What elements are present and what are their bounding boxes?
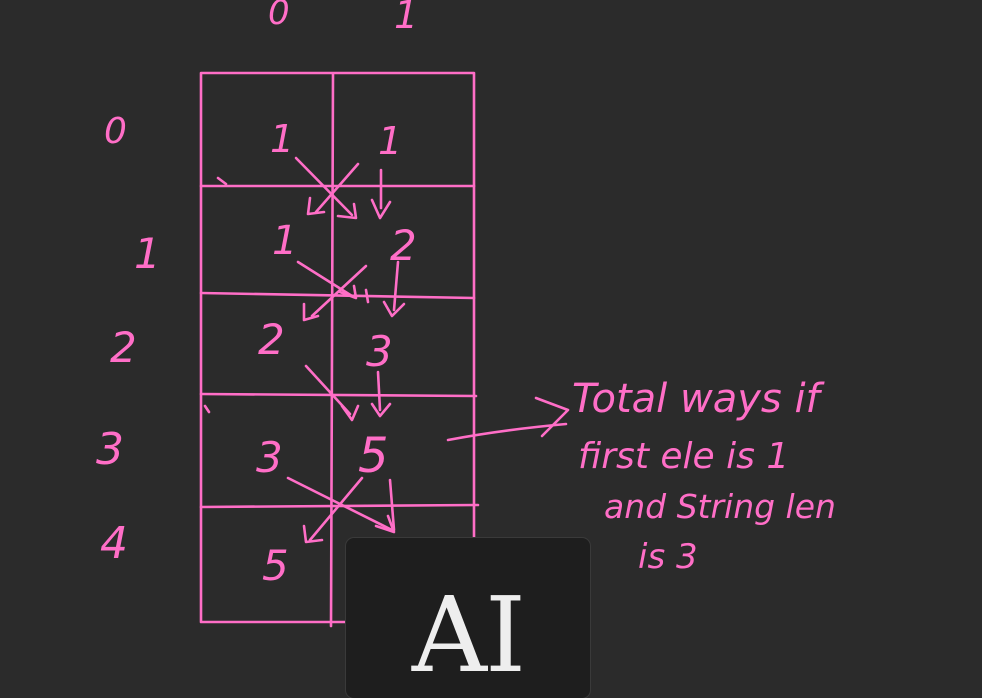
row-label-2: 2 (110, 323, 137, 372)
ai-text-tool-overlay[interactable]: AI (346, 538, 590, 698)
row-label-4: 4 (100, 518, 128, 569)
cell-r2-c0: 2 (258, 315, 285, 364)
column-label-1: 1 (394, 0, 418, 37)
row-label-0: 0 (104, 111, 127, 152)
cell-r2-c1: 3 (366, 327, 393, 376)
annotation-line-4: is 3 (638, 537, 698, 577)
row-label-1: 1 (134, 229, 161, 278)
cell-r3-c0: 3 (256, 433, 283, 482)
cell-r0-c1: 1 (378, 119, 402, 163)
annotation-line-1: Total ways if (572, 376, 826, 422)
cell-r0-c0: 1 (270, 117, 294, 161)
annotation-line-3: and String len (604, 487, 836, 526)
cell-r3-c1: 5 (358, 428, 389, 484)
transition-arrows (286, 156, 570, 544)
cell-r1-c0: 1 (272, 218, 297, 264)
cell-r1-c1: 2 (390, 221, 417, 270)
row-label-3: 3 (96, 424, 124, 475)
column-label-0: 0 (268, 0, 290, 33)
cell-r4-c0: 5 (262, 541, 289, 590)
text-ai-cursor-icon: AI (411, 574, 526, 696)
annotation-line-2: first ele is 1 (578, 436, 789, 477)
annotation: Total ways if first ele is 1 and String … (572, 376, 836, 577)
